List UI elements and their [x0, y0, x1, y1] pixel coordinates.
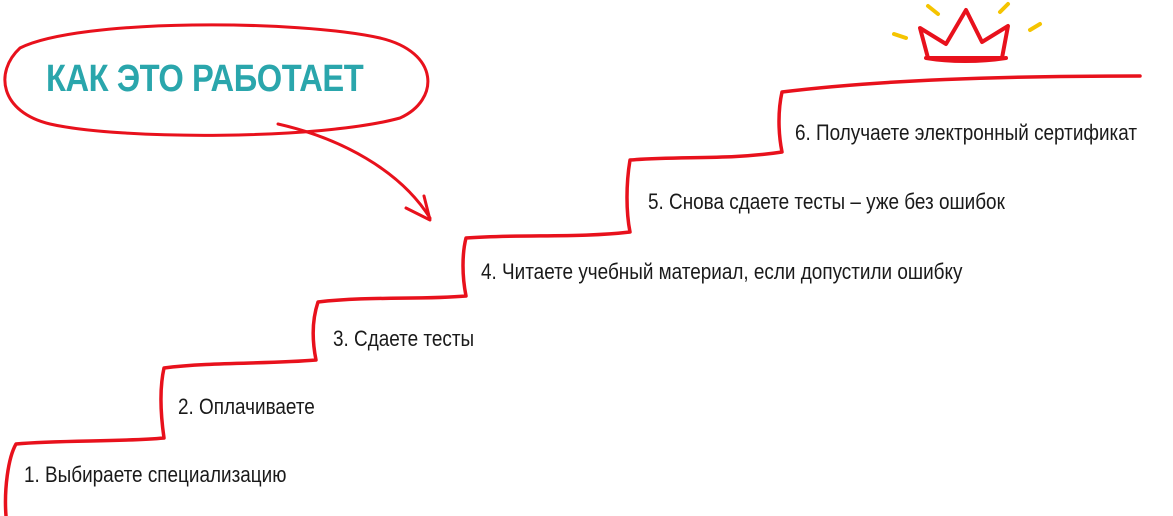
- crown-base-icon: [924, 56, 1008, 63]
- step-1-label: 1. Выбираете специализацию: [24, 462, 287, 487]
- oval-frame: [3, 23, 430, 137]
- curved-arrow-icon: [276, 122, 432, 220]
- step-4-label: 4. Читаете учебный материал, если допуст…: [481, 259, 963, 284]
- step-6-label: 6. Получаете электронный сертификат: [795, 120, 1137, 145]
- page-title: КАК ЭТО РАБОТАЕТ: [46, 58, 364, 100]
- step-5-label: 5. Снова сдаете тесты – уже без ошибок: [648, 189, 1005, 214]
- staircase-line: [3, 74, 1142, 516]
- step-2-label: 2. Оплачиваете: [178, 394, 315, 419]
- step-3-label: 3. Сдаете тесты: [333, 326, 475, 351]
- crown-rays-icon: [892, 2, 1042, 40]
- arrow-head-icon: [404, 194, 432, 222]
- crown-icon: [918, 8, 1010, 60]
